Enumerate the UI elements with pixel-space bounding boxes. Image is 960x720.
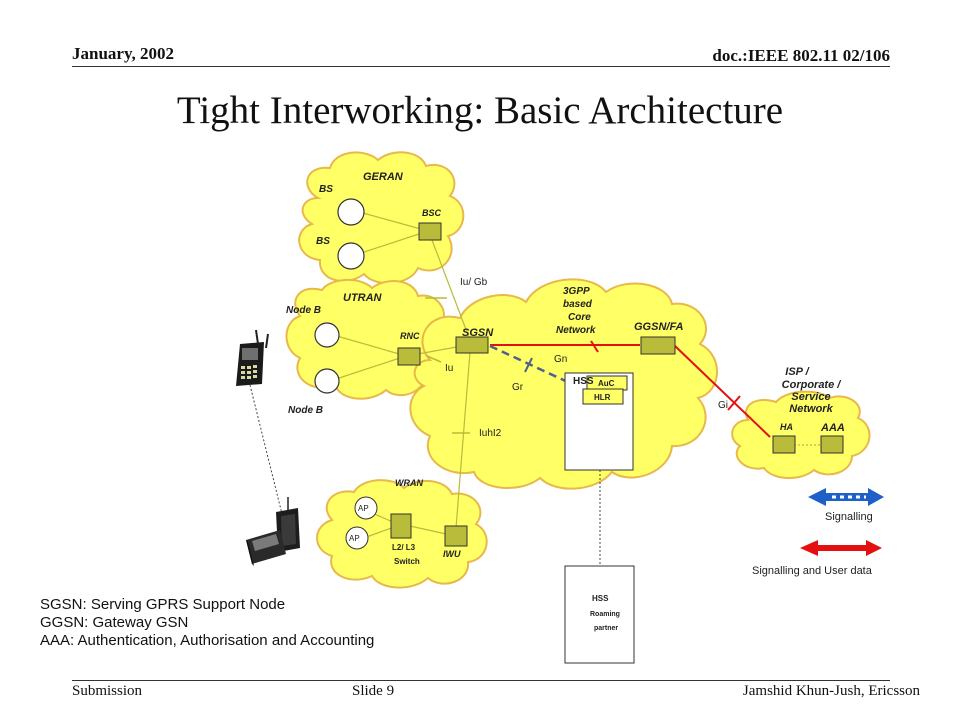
legend-signalling: Signalling <box>808 488 884 523</box>
core-label-line4: Network <box>556 325 596 336</box>
isp-cloud <box>731 390 871 479</box>
header-rule <box>72 66 890 67</box>
definition-ggsn: GGSN: Gateway GSN <box>40 614 189 631</box>
roaming-hss-line3: partner <box>594 625 618 632</box>
isp-label-line4: Network <box>789 403 833 415</box>
footer-slide-number: Slide 9 <box>352 683 395 699</box>
core-label-line1: 3GPP <box>563 286 590 297</box>
iu-label: Iu <box>445 363 453 374</box>
slide-title: Tight Interworking: Basic Architecture <box>176 89 784 132</box>
definition-sgsn: SGSN: Serving GPRS Support Node <box>40 596 286 613</box>
ggsn-label: GGSN/FA <box>634 321 684 333</box>
footer-rule <box>72 680 890 681</box>
switch-label-line1: L2/ L3 <box>392 543 416 552</box>
sgsn-box <box>455 336 489 354</box>
node-b-label-2: Node B <box>288 405 323 416</box>
iwu-label: IWU <box>443 549 461 559</box>
bs-label-2: BS <box>316 236 330 247</box>
gi-tick <box>727 395 741 411</box>
roaming-hss-line2: Roaming <box>590 611 620 618</box>
iwu-box <box>444 525 468 547</box>
mobile-phone-icon <box>236 329 269 386</box>
auc-label: AuC <box>598 379 615 388</box>
footer-author: Jamshid Khun-Jush, Ericsson <box>742 683 920 699</box>
header-date: January, 2002 <box>72 44 175 63</box>
iu-gb-label: Iu/ Gb <box>460 277 488 288</box>
ggsn-box <box>640 336 676 355</box>
gr-link <box>489 344 586 392</box>
interface-ticks <box>425 297 470 434</box>
isp-label-line1: ISP / <box>785 366 810 378</box>
gi-link <box>674 345 771 438</box>
legend-signalling-label: Signalling <box>825 511 873 523</box>
utran-label: UTRAN <box>343 292 383 304</box>
geran-label: GERAN <box>363 171 404 183</box>
gi-label: Gi <box>718 400 728 411</box>
header-doc-id: doc.:IEEE 802.11 02/106 <box>712 46 890 65</box>
gr-label: Gr <box>512 382 524 393</box>
legend-signalling-user-data: Signalling and User data <box>752 540 882 577</box>
bs-circle-1 <box>337 198 365 226</box>
aaa-box <box>820 435 844 454</box>
rnc-box <box>397 347 421 366</box>
gr-tick <box>524 357 533 373</box>
gn-tick <box>590 340 599 353</box>
roaming-hss-box <box>564 565 635 664</box>
ha-box <box>772 435 796 454</box>
bs-circle-2 <box>337 242 365 270</box>
gn-label: Gn <box>554 354 567 365</box>
iuhl2-label: IuhI2 <box>479 428 502 439</box>
node-b-label-1: Node B <box>286 305 321 316</box>
bs-label-1: BS <box>319 184 333 195</box>
ap-label-1: AP <box>358 504 369 513</box>
hlr-box <box>582 388 624 405</box>
bsc-label: BSC <box>422 208 442 218</box>
device-link <box>249 384 287 531</box>
hlr-label: HLR <box>594 393 611 402</box>
abbreviation-definitions: SGSN: Serving GPRS Support Node GGSN: Ga… <box>40 596 374 650</box>
isp-label-line2: Corporate / <box>782 379 843 391</box>
footer-submission: Submission <box>72 683 143 699</box>
roaming-hss-line1: HSS <box>592 594 609 603</box>
definition-aaa: AAA: Authentication, Authorisation and A… <box>40 632 375 649</box>
core-network-cloud <box>409 278 718 490</box>
core-label-line2: based <box>563 299 593 310</box>
wran-label: WRAN <box>395 478 423 488</box>
ap-circle-2 <box>345 526 369 550</box>
legend-signalling-user-label: Signalling and User data <box>752 565 873 577</box>
bsc-box <box>418 222 442 241</box>
ap-circle-1 <box>354 496 378 520</box>
switch-box <box>390 513 412 539</box>
sgsn-label: SGSN <box>462 327 494 339</box>
node-b-circle-1 <box>314 322 340 348</box>
node-b-circle-2 <box>314 368 340 394</box>
ha-label: HA <box>780 422 793 432</box>
core-label-line3: Core <box>568 312 591 323</box>
ap-label-2: AP <box>349 534 360 543</box>
switch-label-line2: Switch <box>394 557 420 566</box>
rnc-label: RNC <box>400 331 420 341</box>
aaa-label: AAA <box>820 422 845 434</box>
hss-label: HSS <box>573 376 594 387</box>
laptop-icon <box>246 497 300 566</box>
isp-label-line3: Service <box>791 391 830 403</box>
